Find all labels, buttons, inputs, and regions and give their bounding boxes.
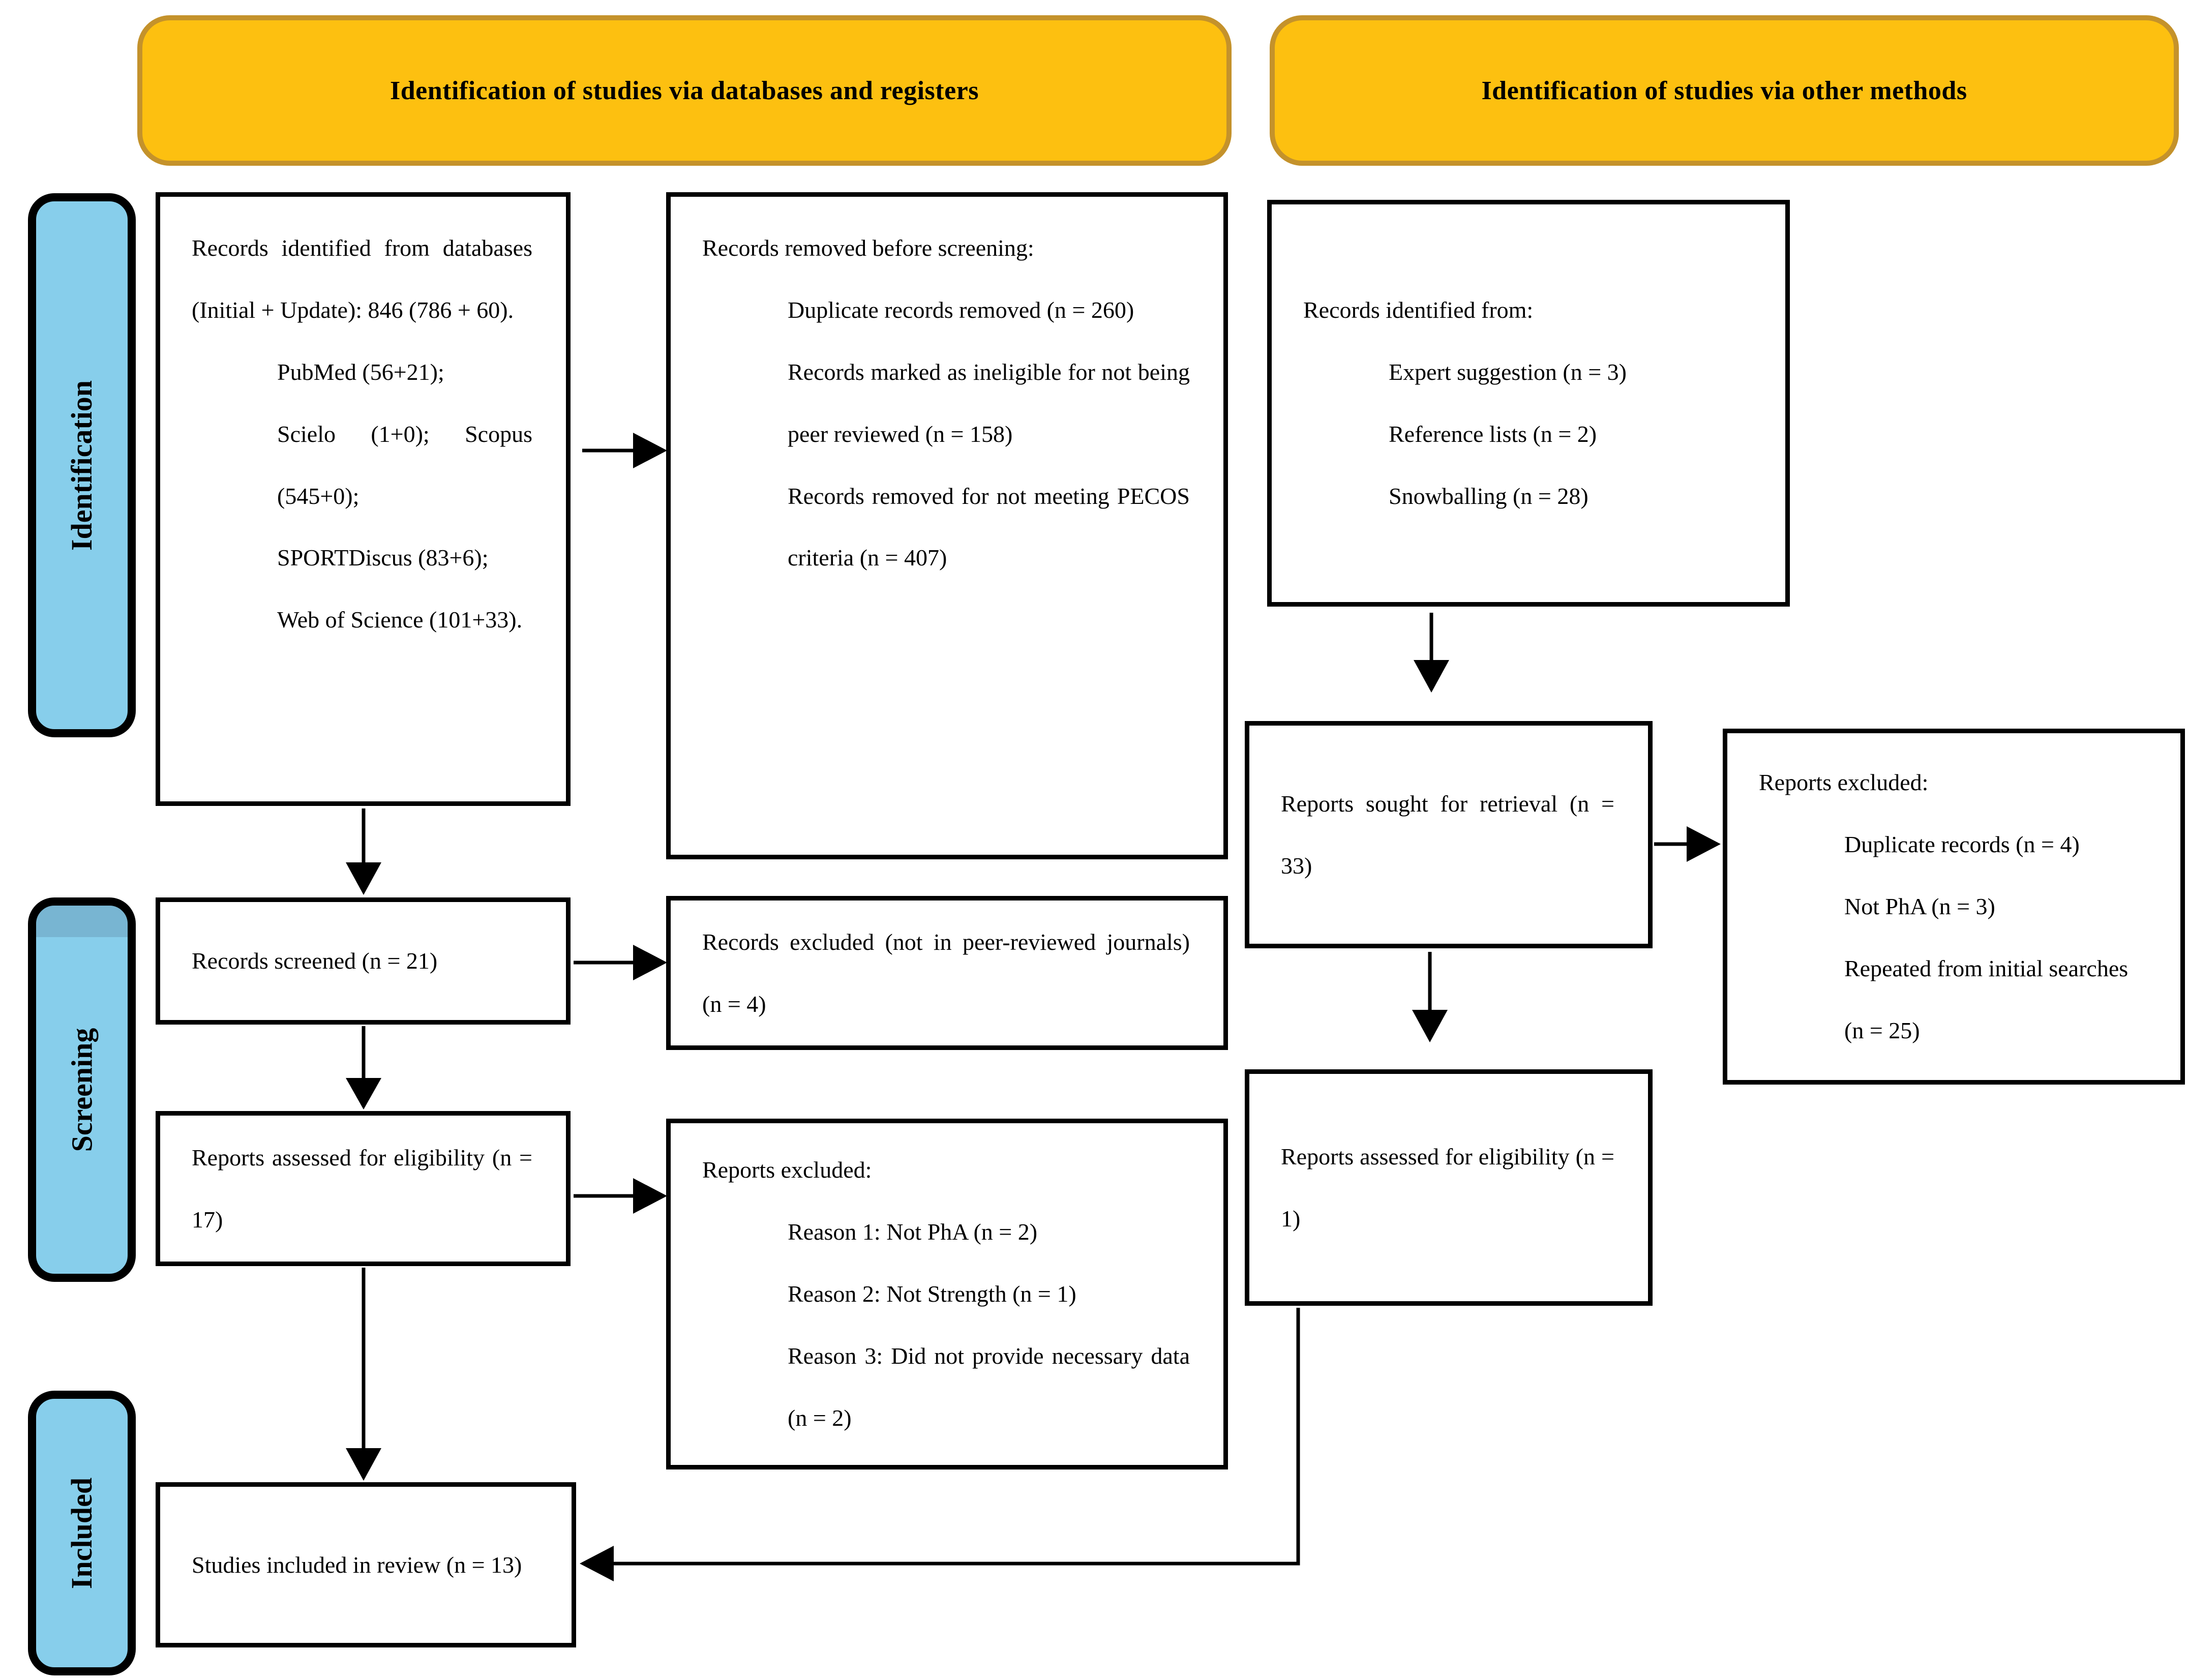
box-item: Scielo (1+0); Scopus (545+0); <box>277 421 532 509</box>
box-item: Reason 1: Not PhA (n = 2) <box>788 1219 1038 1245</box>
box-reports-excluded-reasons: Reports excluded: Reason 1: Not PhA (n =… <box>666 1119 1228 1469</box>
box-records-removed: Records removed before screening: Duplic… <box>666 192 1228 859</box>
box-text: Records identified from databases (Initi… <box>192 235 532 323</box>
box-item: Reference lists (n = 2) <box>1389 421 1597 447</box>
box-records-excluded: Records excluded (not in peer-reviewed j… <box>666 896 1228 1050</box>
box-text: Records screened (n = 21) <box>192 948 438 974</box>
stage-identification-label: Identification <box>65 380 99 551</box>
banner-databases-registers: Identification of studies via databases … <box>137 15 1232 166</box>
box-text: Studies included in review (n = 13) <box>192 1551 522 1578</box>
stage-screening: Screening <box>28 897 136 1282</box>
box-studies-included: Studies included in review (n = 13) <box>156 1482 576 1647</box>
box-item: SPORTDiscus (83+6); <box>277 545 489 571</box>
box-reports-excluded-other: Reports excluded: Duplicate records (n =… <box>1723 729 2185 1085</box>
box-reports-assessed-other: Reports assessed for eligibility (n = 1) <box>1245 1069 1653 1306</box>
box-text: Records excluded (not in peer-reviewed j… <box>702 928 1190 1017</box>
stage-identification: Identification <box>28 193 136 737</box>
box-item: PubMed (56+21); <box>277 358 444 385</box>
box-item: Expert suggestion (n = 3) <box>1389 359 1627 385</box>
box-text: Records identified from: <box>1303 297 1534 323</box>
box-item: Snowballing (n = 28) <box>1389 483 1588 509</box>
stage-included: Included <box>28 1391 136 1675</box>
box-item: Reason 2: Not Strength (n = 1) <box>788 1281 1076 1307</box>
box-item: Duplicate records (n = 4) <box>1844 831 2080 858</box>
box-item: Records removed for not meeting PECOS cr… <box>788 483 1190 571</box>
box-item: Repeated from initial searches (n = 25) <box>1844 955 2129 1043</box>
box-reports-assessed: Reports assessed for eligibility (n = 17… <box>156 1111 571 1266</box>
stage-included-label: Included <box>65 1477 99 1589</box>
box-records-identified: Records identified from databases (Initi… <box>156 192 571 806</box>
box-records-screened: Records screened (n = 21) <box>156 897 571 1025</box>
box-item: Duplicate records removed (n = 260) <box>788 296 1134 323</box>
box-text: Reports assessed for eligibility (n = 1) <box>1281 1143 1614 1232</box>
box-records-other-methods: Records identified from: Expert suggesti… <box>1267 200 1790 607</box>
box-text: Records removed before screening: <box>702 235 1034 261</box>
box-text: Reports sought for retrieval (n = 33) <box>1281 790 1614 879</box>
box-item: Reason 3: Did not provide necessary data… <box>788 1342 1190 1431</box>
box-item: Records marked as ineligible for not bei… <box>788 358 1190 447</box>
box-text: Reports assessed for eligibility (n = 17… <box>192 1144 532 1233</box>
box-item: Not PhA (n = 3) <box>1844 893 1995 920</box>
stage-screening-label: Screening <box>65 1028 99 1152</box>
box-text: Reports excluded: <box>1759 769 1929 796</box>
box-text: Reports excluded: <box>702 1157 872 1183</box>
stage-screening-band <box>36 906 128 937</box>
banner-other-methods: Identification of studies via other meth… <box>1270 15 2179 166</box>
box-item: Web of Science (101+33). <box>277 607 523 633</box>
box-reports-sought: Reports sought for retrieval (n = 33) <box>1245 721 1653 948</box>
